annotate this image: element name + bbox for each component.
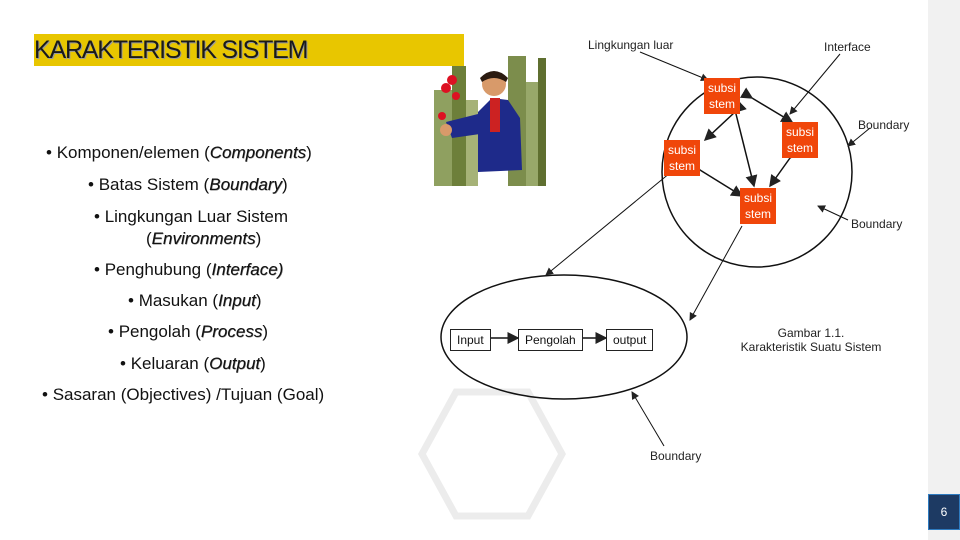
bullet-process: • Pengolah (Process) (108, 322, 269, 341)
input-box: Input (450, 329, 491, 351)
figure-caption: Gambar 1.1.Karakteristik Suatu Sistem (740, 326, 882, 354)
title-bar (34, 34, 464, 66)
label-interface: Interface (824, 40, 871, 54)
hexagon-decoration (418, 388, 566, 520)
system-circle (440, 274, 688, 400)
bullet-input: • Masukan (Input) (128, 291, 262, 310)
right-margin-strip (928, 0, 960, 540)
page-number: 6 (928, 494, 960, 530)
label-lingkungan-luar: Lingkungan luar (588, 38, 674, 52)
output-box: output (606, 329, 654, 351)
bullet-boundary: • Batas Sistem (Boundary) (88, 175, 288, 194)
label-boundary-2: Boundary (851, 217, 903, 231)
businessman-illustration (434, 56, 546, 186)
pengolah-box: Pengolah (518, 329, 583, 351)
slide-title: KARAKTERISTIK SISTEM (34, 36, 308, 64)
label-boundary-3: Boundary (650, 449, 702, 463)
bullet-components: • Komponen/elemen (Components) (46, 143, 312, 162)
bullet-output: • Keluaran (Output) (120, 354, 266, 373)
bullet-goal: • Sasaran (Objectives) /Tujuan (Goal) (42, 385, 325, 404)
bullet-environments: • Lingkungan Luar Sistem (94, 207, 289, 226)
bullet-environments-cont: (Environments) (146, 229, 262, 248)
bullet-interface: • Penghubung (Interface) (94, 260, 284, 279)
subsystem-circle (661, 76, 853, 268)
label-boundary-1: Boundary (858, 118, 910, 132)
